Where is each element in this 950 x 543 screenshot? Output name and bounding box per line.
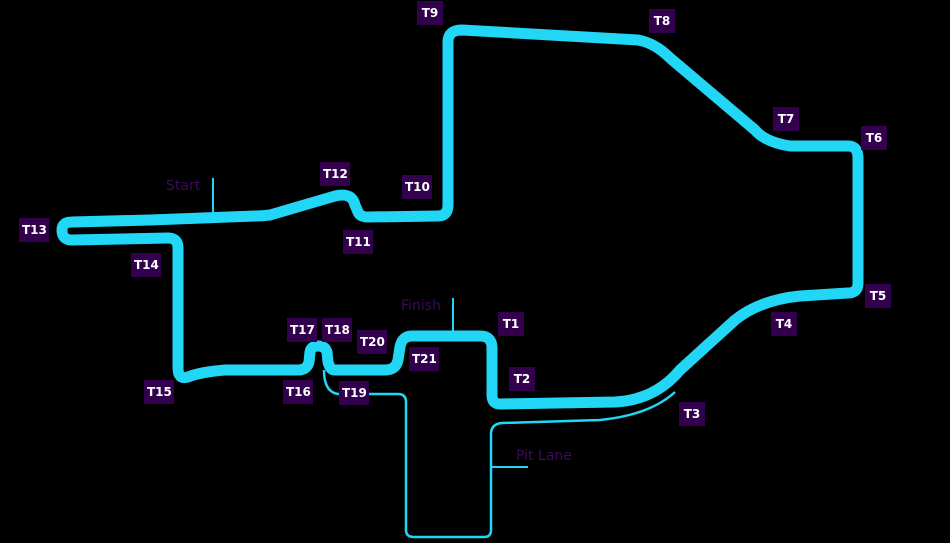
pit-lane-path: [322, 369, 676, 539]
turn-marker-t11: T11: [343, 230, 373, 254]
turn-marker-t13: T13: [19, 218, 49, 242]
track-outline: [56, 24, 864, 410]
turn-marker-t16: T16: [283, 380, 313, 404]
turn-marker-t7: T7: [773, 107, 799, 131]
turn-marker-t4: T4: [771, 312, 797, 336]
turn-marker-t3: T3: [679, 402, 705, 426]
turn-marker-t6: T6: [861, 126, 887, 150]
turn-marker-t19: T19: [339, 381, 369, 405]
turn-marker-t2: T2: [509, 367, 535, 391]
start-label: Start: [166, 178, 201, 194]
turn-marker-t10: T10: [402, 175, 432, 199]
turn-marker-t18: T18: [322, 318, 352, 342]
turn-marker-t14: T14: [131, 253, 161, 277]
turn-marker-t8: T8: [649, 9, 675, 33]
turn-marker-t21: T21: [409, 347, 439, 371]
turn-marker-t12: T12: [320, 162, 350, 186]
finish-label: Finish: [401, 298, 441, 314]
turn-marker-t5: T5: [865, 284, 891, 308]
turn-marker-t15: T15: [144, 380, 174, 404]
turn-marker-t17: T17: [287, 318, 317, 342]
pit-lane-label: Pit Lane: [516, 448, 572, 464]
turn-marker-t1: T1: [498, 312, 524, 336]
turn-marker-t20: T20: [357, 330, 387, 354]
turn-marker-t9: T9: [417, 1, 443, 25]
